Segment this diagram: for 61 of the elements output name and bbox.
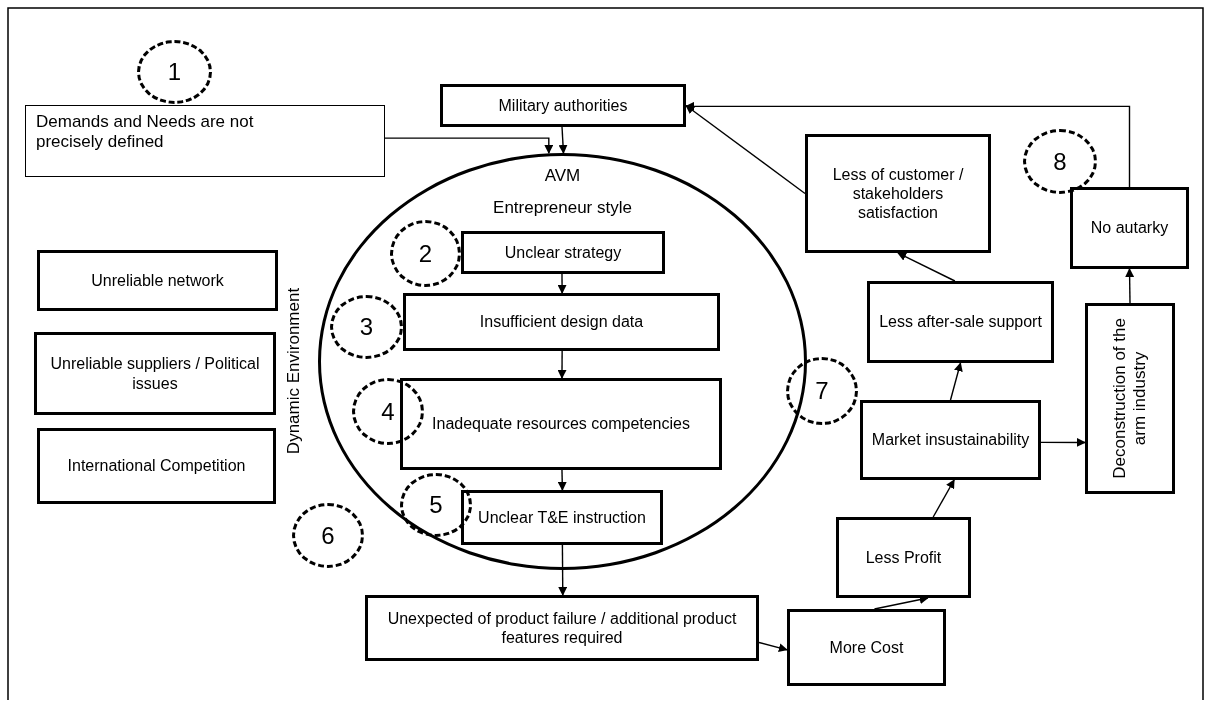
step-number: 3 — [359, 313, 374, 341]
arrow — [558, 544, 568, 596]
arrow — [557, 273, 567, 294]
process-box — [860, 400, 1041, 480]
side-label: Dynamic Environment — [284, 286, 304, 457]
box-text: Deconstruction of the arm industry — [1109, 316, 1150, 481]
arrow — [1040, 437, 1086, 447]
arrow — [685, 101, 1131, 188]
process-box — [440, 84, 686, 127]
box-text: Military authorities — [498, 95, 628, 116]
process-box — [37, 250, 278, 311]
box-text: Less after-sale support — [879, 312, 1042, 332]
process-box — [403, 293, 720, 351]
arrow — [1125, 268, 1135, 304]
process-box — [37, 428, 276, 504]
arrow — [384, 137, 554, 154]
arrow — [557, 469, 567, 491]
arrow — [685, 104, 806, 195]
process-box — [1070, 187, 1189, 269]
process-box — [461, 490, 663, 545]
process-box — [365, 595, 759, 661]
box-text: No autarky — [1090, 218, 1169, 238]
process-box — [867, 281, 1054, 363]
arrow — [949, 362, 963, 401]
box-text: Unclear strategy — [504, 242, 622, 263]
step-number: 2 — [418, 239, 433, 268]
box-text: Unreliable network — [91, 270, 224, 291]
arrow — [558, 126, 568, 154]
box-text: Unclear T&E instruction — [478, 507, 646, 528]
arrow — [758, 641, 788, 653]
process-box — [34, 332, 276, 415]
process-box — [836, 517, 971, 598]
process-box — [25, 105, 385, 177]
box-text: Unexpected of product failure / additional product features required — [386, 608, 738, 648]
step-number-circle — [292, 503, 364, 568]
step-number: 7 — [815, 377, 829, 405]
ellipse-subtitle: Entrepreneur style — [493, 198, 632, 218]
ellipse-title: AVM — [544, 166, 581, 186]
arrow — [897, 252, 956, 282]
step-number: 6 — [321, 521, 335, 550]
box-text: International Competition — [67, 456, 246, 476]
process-box — [1085, 303, 1175, 494]
box-text: Market insustainability — [871, 430, 1030, 450]
box-text: Inadequate resources competencies — [432, 414, 690, 434]
box-text: Insufficient design data — [479, 312, 644, 332]
step-number: 1 — [167, 58, 182, 86]
process-box — [461, 231, 665, 274]
step-number: 5 — [429, 491, 443, 519]
process-box — [400, 378, 722, 470]
arrow — [557, 350, 567, 379]
process-box — [787, 609, 946, 686]
box-text: More Cost — [829, 637, 904, 658]
organization-ellipse — [318, 153, 807, 570]
step-number: 4 — [381, 397, 395, 426]
box-text: Less of customer / stakeholders satisfaction — [831, 164, 965, 223]
box-text: Less Profit — [865, 547, 942, 568]
box-text: Unreliable suppliers / Political issues — [49, 354, 261, 393]
step-number: 8 — [1053, 147, 1067, 176]
arrow — [932, 479, 955, 518]
box-text: Demands and Needs are not precisely defined — [36, 112, 255, 153]
process-box — [805, 134, 991, 253]
